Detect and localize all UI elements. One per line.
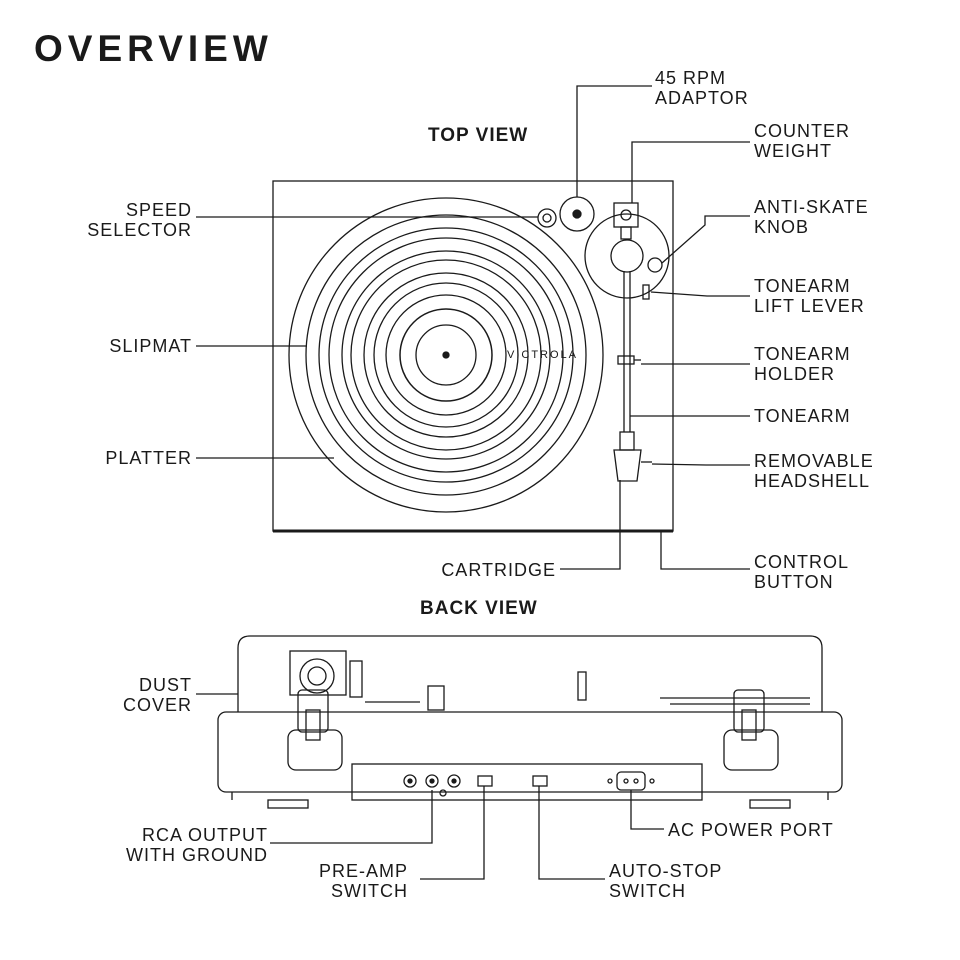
label-ac-power-port: AC POWER PORT <box>668 820 834 840</box>
headshell <box>614 450 641 481</box>
ac-power-port <box>617 772 645 790</box>
autostop-switch <box>533 776 547 786</box>
brand-logo-text: VICTROLA <box>507 349 578 361</box>
speed-selector-knob <box>538 209 556 227</box>
hinge-left <box>288 730 342 770</box>
top-view-drawing <box>196 86 750 569</box>
label-platter: PLATTER <box>105 448 192 468</box>
back-view-drawing <box>196 636 842 879</box>
back-view-heading: BACK VIEW <box>420 598 538 620</box>
top-view-heading: TOP VIEW <box>428 125 528 147</box>
label-cartridge: CARTRIDGE <box>441 560 556 580</box>
preamp-switch <box>478 776 492 786</box>
plinth-back <box>218 712 842 792</box>
anti-skate-knob <box>648 258 662 272</box>
page-title: OVERVIEW <box>34 28 273 70</box>
label-slipmat: SLIPMAT <box>109 336 192 356</box>
spindle <box>443 352 449 358</box>
label-tonearm: TONEARM <box>754 406 851 426</box>
tonearm-holder <box>618 356 634 364</box>
hinge-right <box>724 730 778 770</box>
